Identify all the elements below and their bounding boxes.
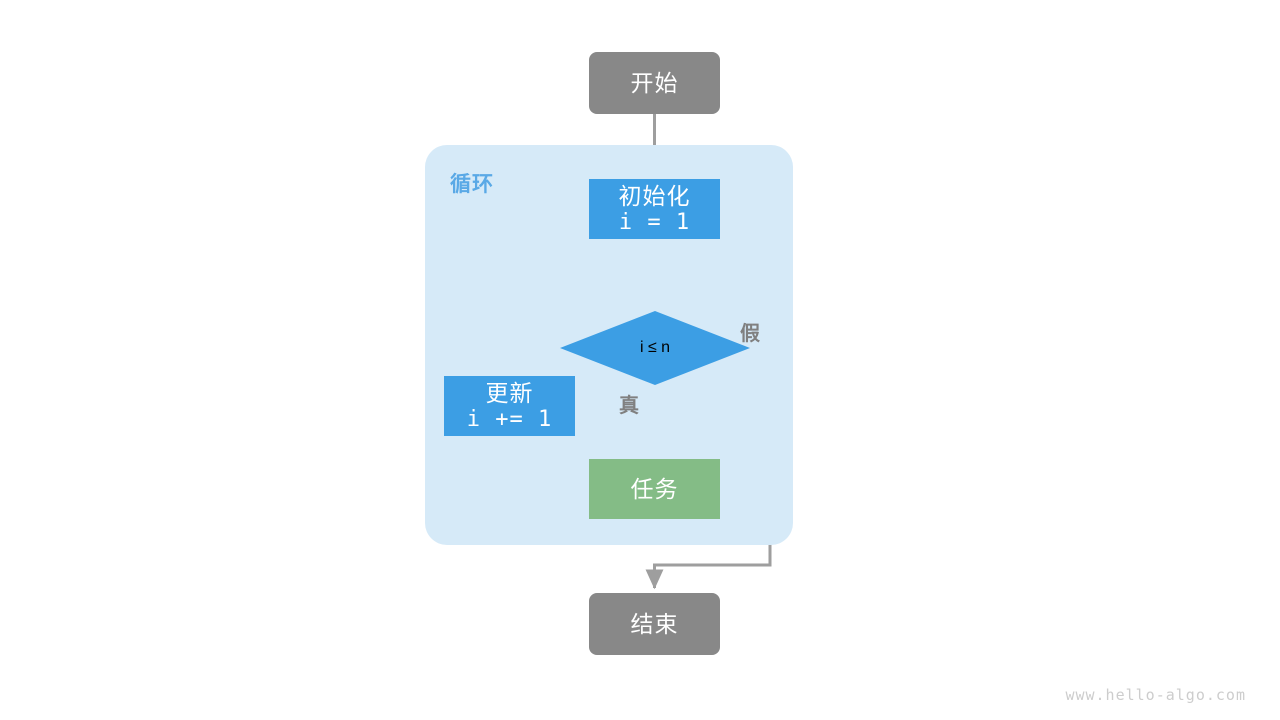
- watermark: www.hello-algo.com: [1065, 686, 1246, 704]
- branch-label-false: 假: [740, 323, 761, 345]
- branch-label-true: 真: [619, 395, 640, 417]
- node-start[interactable]: 开始: [589, 52, 720, 114]
- node-task[interactable]: 任务: [589, 459, 720, 519]
- node-update[interactable]: 更新 i += 1: [444, 376, 575, 436]
- node-initialize-label: 初始化: [618, 182, 691, 209]
- node-task-label: 任务: [630, 475, 679, 502]
- node-start-label: 开始: [630, 69, 679, 96]
- node-update-code: i += 1: [466, 406, 553, 432]
- node-end-label: 结束: [630, 610, 679, 637]
- node-condition-code: i ≤ n: [639, 339, 671, 356]
- loop-container-label: 循环: [450, 173, 494, 196]
- node-end[interactable]: 结束: [589, 593, 720, 655]
- node-initialize[interactable]: 初始化 i = 1: [589, 179, 720, 239]
- node-initialize-code: i = 1: [618, 209, 691, 235]
- node-condition[interactable]: i ≤ n: [560, 311, 750, 385]
- node-update-label: 更新: [485, 379, 534, 406]
